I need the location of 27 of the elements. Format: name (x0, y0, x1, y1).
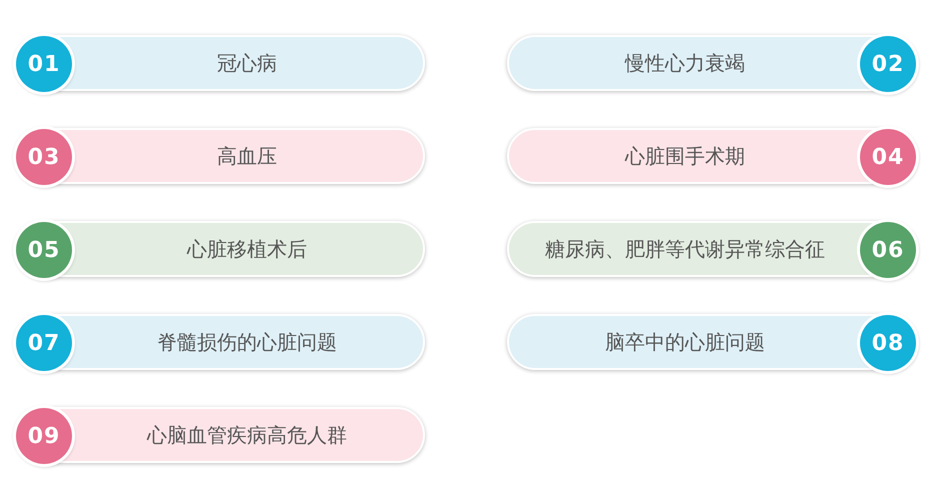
number-badge: 04 (860, 129, 916, 185)
list-pill (507, 314, 917, 370)
list-pill (15, 221, 425, 277)
item-label: 脊髓损伤的心脏问题 (156, 329, 338, 356)
list-pill (15, 128, 425, 184)
item-label: 脑卒中的心脏问题 (604, 329, 766, 356)
item-label: 心脏围手术期 (624, 143, 746, 170)
item-label: 高血压 (216, 143, 278, 170)
list-pill (507, 221, 917, 277)
number-badge: 07 (16, 315, 72, 371)
item-label: 慢性心力衰竭 (624, 50, 746, 77)
item-label: 冠心病 (216, 50, 278, 77)
list-pill (507, 35, 917, 91)
list-pill (507, 128, 917, 184)
number-badge: 06 (860, 222, 916, 278)
number-badge: 08 (860, 315, 916, 371)
list-pill (15, 35, 425, 91)
item-label: 心脑血管疾病高危人群 (146, 422, 348, 449)
item-label: 糖尿病、肥胖等代谢异常综合征 (544, 236, 826, 263)
number-badge: 03 (16, 129, 72, 185)
number-badge: 09 (16, 408, 72, 464)
number-badge: 02 (860, 36, 916, 92)
list-pill (15, 407, 425, 463)
list-pill (15, 314, 425, 370)
item-label: 心脏移植术后 (186, 236, 308, 263)
number-badge: 05 (16, 222, 72, 278)
number-badge: 01 (16, 36, 72, 92)
